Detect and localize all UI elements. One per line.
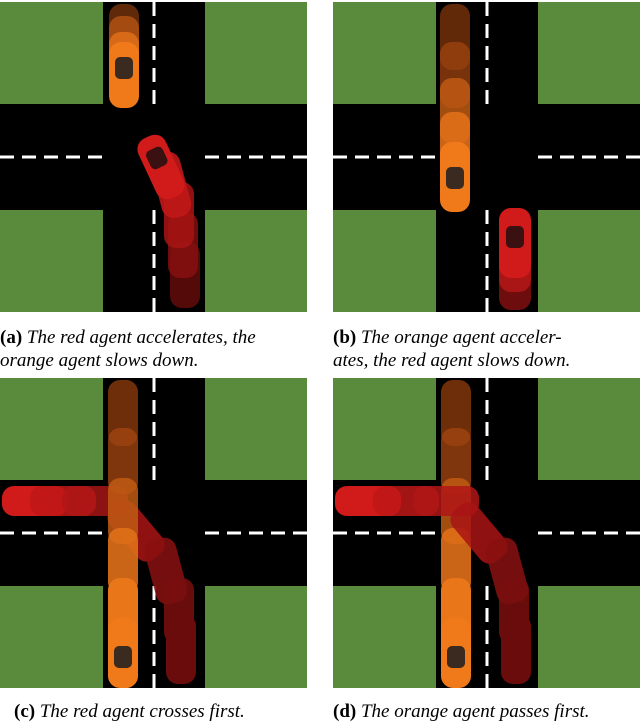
- orange-agent-trail: [109, 4, 139, 108]
- caption-line-1: The orange agent acceler-: [360, 327, 562, 348]
- lane-markings: [333, 2, 640, 312]
- panel-d-scene: [333, 378, 640, 688]
- caption-line-1: The red agent crosses first.: [39, 701, 245, 722]
- caption-line-2: ates, the red agent slows down.: [333, 350, 571, 371]
- caption-d: (d) The orange agent passes first.: [333, 700, 638, 723]
- red-agent-trail: [499, 208, 531, 310]
- caption-b: (b) The orange agent acceler- ates, the …: [333, 326, 638, 372]
- intersection-scene-a: [0, 2, 307, 312]
- caption-tag: (d): [333, 701, 357, 722]
- caption-tag: (a): [0, 327, 23, 348]
- caption-tag: (c): [14, 701, 36, 722]
- intersection-scene-c: [0, 378, 307, 688]
- caption-tag: (b): [333, 327, 357, 348]
- intersection-scene-b: [333, 2, 640, 312]
- caption-line-1: The orange agent passes first.: [360, 701, 590, 722]
- red-agent-trail: [335, 486, 531, 684]
- lane-markings: [0, 378, 307, 688]
- caption-line-2: orange agent slows down.: [0, 350, 199, 371]
- panel-c-scene: [0, 378, 307, 688]
- caption-a: (a) The red agent accelerates, the orang…: [0, 326, 310, 372]
- panel-a-scene: [0, 2, 307, 312]
- orange-agent-trail: [108, 380, 138, 688]
- lane-markings: [333, 378, 640, 688]
- caption-c: (c) The red agent crosses first.: [14, 700, 314, 723]
- orange-agent-trail: [440, 4, 470, 212]
- red-agent-trail: [137, 134, 200, 308]
- intersection-scene-d: [333, 378, 640, 688]
- lane-markings: [0, 2, 307, 312]
- panel-b-scene: [333, 2, 640, 312]
- caption-line-1: The red agent accelerates, the: [26, 327, 256, 348]
